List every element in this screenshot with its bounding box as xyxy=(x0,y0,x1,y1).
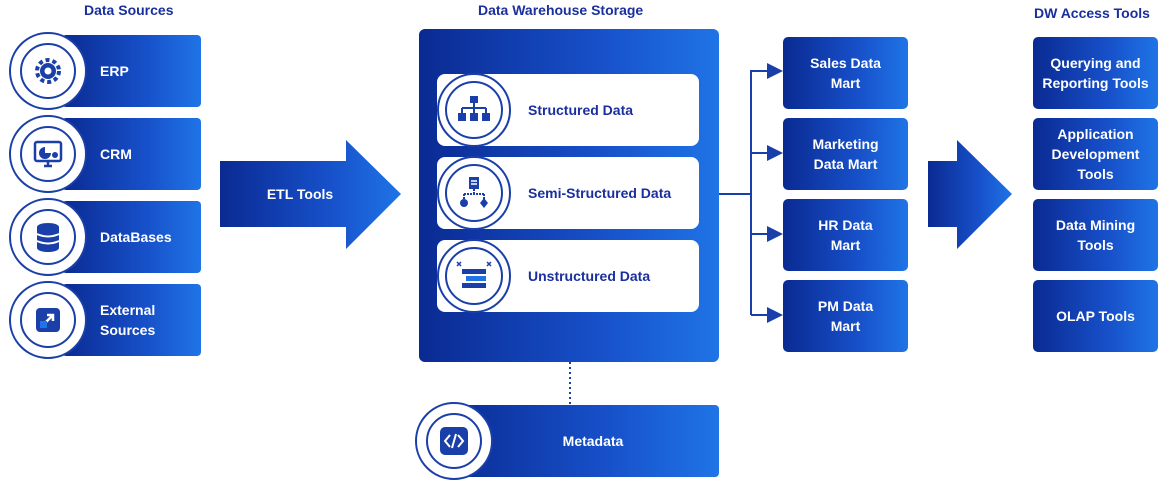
code-icon xyxy=(440,427,468,455)
sales-data-mart-label: Sales Data Mart xyxy=(810,55,881,91)
external-icon-circle xyxy=(9,281,87,359)
source-databases-label: DataBases xyxy=(100,229,172,245)
databases-icon-circle xyxy=(9,198,87,276)
hr-data-mart-label: HR Data Mart xyxy=(818,217,873,253)
data-mining-tools-label: Data Mining Tools xyxy=(1055,217,1136,253)
hr-data-mart: HR Data Mart xyxy=(783,199,908,271)
application-development-tools: Application Development Tools xyxy=(1033,118,1158,190)
pm-data-mart: PM Data Mart xyxy=(783,280,908,352)
data-mining-tools: Data Mining Tools xyxy=(1033,199,1158,271)
crm-icon-circle xyxy=(9,115,87,193)
marketing-data-mart: Marketing Data Mart xyxy=(783,118,908,190)
marketing-data-mart-label: Marketing Data Mart xyxy=(812,136,879,172)
dw-access-tools-header: DW Access Tools xyxy=(1034,5,1150,21)
application-development-tools-label: Application Development Tools xyxy=(1051,126,1140,182)
olap-tools-label: OLAP Tools xyxy=(1056,308,1135,324)
unstructured-icon xyxy=(456,261,492,288)
access-arrow-shape xyxy=(928,140,1012,249)
semi-structured-data-item: Semi-Structured Data xyxy=(437,156,699,230)
metadata-label: Metadata xyxy=(562,433,624,449)
erp-icon-circle xyxy=(9,32,87,110)
etl-arrow-shape xyxy=(220,140,401,249)
metadata-icon-circle xyxy=(415,402,493,480)
source-external-label: External Sources xyxy=(100,302,156,338)
source-erp-label: ERP xyxy=(100,63,129,79)
pm-data-mart-label: PM Data Mart xyxy=(817,298,874,334)
etl-tools-label: ETL Tools xyxy=(266,186,334,202)
structured-data-label: Structured Data xyxy=(528,102,634,118)
semi-structured-data-label: Semi-Structured Data xyxy=(528,185,672,201)
unstructured-data-label: Unstructured Data xyxy=(528,268,651,284)
sales-data-mart: Sales Data Mart xyxy=(783,37,908,109)
unstructured-data-item: Unstructured Data xyxy=(437,239,699,313)
semi-structured-icon xyxy=(460,177,488,208)
querying-reporting-tools-label: Querying and Reporting Tools xyxy=(1042,55,1149,91)
chart-monitor-icon xyxy=(33,140,63,168)
database-icon xyxy=(36,223,60,252)
source-crm-label: CRM xyxy=(100,146,132,162)
olap-tools: OLAP Tools xyxy=(1033,280,1158,352)
gear-icon xyxy=(35,58,61,84)
structured-data-item: Structured Data xyxy=(437,73,699,147)
data-sources-header: Data Sources xyxy=(84,2,174,18)
external-link-icon xyxy=(36,308,60,332)
querying-reporting-tools: Querying and Reporting Tools xyxy=(1033,37,1158,109)
data-warehouse-storage-header: Data Warehouse Storage xyxy=(478,2,644,18)
hierarchy-icon xyxy=(458,96,490,121)
